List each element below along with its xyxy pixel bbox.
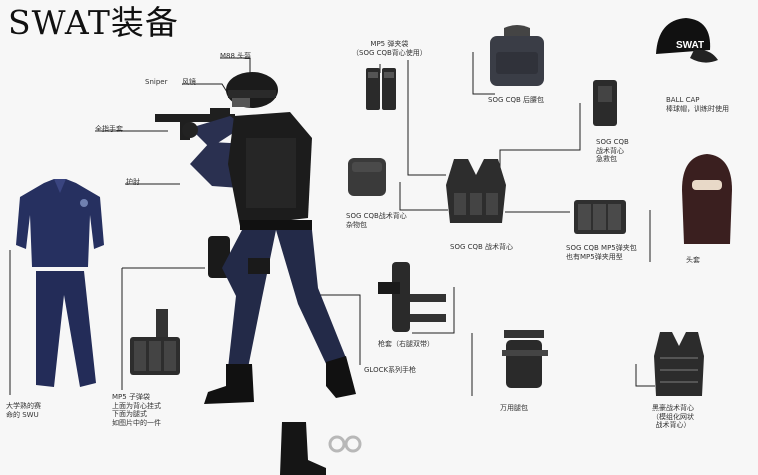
triple-pouch-icon bbox=[574, 200, 626, 234]
swat-officer-icon bbox=[155, 72, 356, 404]
label-pistol: GLOCK系列手枪 bbox=[364, 366, 417, 374]
label-top-pouch-line2: （SOG CQB背心使用） bbox=[352, 48, 427, 57]
holster-icon bbox=[378, 262, 446, 332]
cap-text: SWAT bbox=[676, 40, 705, 51]
label-cap: BALL CAP 棒球帽，训练时使用 bbox=[666, 96, 729, 113]
tactical-vest-icon bbox=[654, 332, 704, 396]
label-balaclava: 头套 bbox=[686, 256, 700, 264]
utility-pouch-icon bbox=[348, 158, 386, 196]
label-tactical-vest-line1: 黑豪战术背心 bbox=[652, 404, 694, 412]
label-mag-pouch: MP5 子弹袋 上面为背心挂式 下面为腿式 如图片中的一件 bbox=[112, 393, 161, 427]
label-tactical-vest-line3: 战术背心） bbox=[655, 421, 691, 429]
label-uniform: 大学熟的赛 命的 SWU bbox=[6, 402, 41, 419]
label-cap-line1: BALL CAP bbox=[666, 96, 700, 104]
label-triple-pouch: SOG CQB MP5弹夹包 也有MP5弹夹用型 bbox=[566, 244, 637, 261]
label-radio-pouch-line3: 急救包 bbox=[596, 155, 617, 163]
label-goggles: 风镜 bbox=[182, 78, 196, 86]
radio-pouch-icon bbox=[593, 80, 617, 126]
label-utility-pouch-line2: 杂物包 bbox=[346, 220, 367, 229]
label-radio-pouch-line1: SOG CQB bbox=[596, 138, 629, 146]
label-radio-pouch: SOG CQB 战术背心 急救包 bbox=[596, 138, 629, 164]
label-uniform-line2: 命的 SWU bbox=[6, 410, 39, 419]
backpack-icon bbox=[490, 25, 544, 86]
label-sniper: Sniper bbox=[145, 78, 168, 86]
label-triple-pouch-line1: SOG CQB MP5弹夹包 bbox=[566, 244, 637, 252]
label-utility-pouch-line1: SOG CQB战术背心 bbox=[346, 212, 407, 220]
cap-icon bbox=[656, 18, 718, 63]
label-triple-pouch-line2: 也有MP5弹夹用型 bbox=[566, 252, 623, 261]
label-mag-pouch-line3: 下面为腿式 bbox=[112, 410, 147, 418]
label-top-pouch-line1: MP5 弹夹袋 bbox=[370, 40, 409, 48]
mag-pouch-icon bbox=[130, 309, 180, 375]
vest-icon bbox=[446, 159, 506, 223]
label-utility-pouch: SOG CQB战术背心 杂物包 bbox=[346, 212, 407, 229]
label-uniform-line1: 大学熟的赛 bbox=[6, 402, 41, 410]
label-helmet: M88 头盔 bbox=[220, 52, 252, 60]
top-pouch-icon bbox=[366, 68, 396, 110]
label-cap-line2: 棒球帽，训练时使用 bbox=[666, 104, 729, 113]
label-leg-bag: 万用腿包 bbox=[500, 404, 528, 412]
uniform-icon bbox=[16, 179, 104, 387]
label-backpack: SOG CQB 后腰包 bbox=[488, 96, 545, 104]
label-elbow-pads: 护肘 bbox=[126, 178, 140, 186]
label-vest: SOG CQB 战术背心 bbox=[450, 243, 514, 251]
balaclava-icon bbox=[682, 154, 732, 244]
label-radio-pouch-line2: 战术背心 bbox=[596, 146, 624, 155]
label-gloves: 全指手套 bbox=[95, 125, 123, 133]
handcuffs-icon bbox=[328, 435, 362, 453]
label-tactical-vest-line2: （模组化网状 bbox=[652, 412, 694, 421]
label-tactical-vest: 黑豪战术背心 （模组化网状 战术背心） bbox=[652, 404, 694, 430]
label-mag-pouch-line4: 如图片中的一件 bbox=[112, 418, 161, 427]
boot-icon bbox=[280, 422, 326, 475]
label-top-pouch: MP5 弹夹袋 （SOG CQB背心使用） bbox=[352, 40, 427, 57]
label-holster: 枪套（右腿双带） bbox=[378, 340, 434, 348]
label-mag-pouch-line2: 上面为背心挂式 bbox=[112, 401, 161, 410]
leg-bag-icon bbox=[502, 330, 548, 388]
label-mag-pouch-line1: MP5 子弹袋 bbox=[112, 393, 150, 401]
page-title: SWAT装备 bbox=[8, 3, 179, 42]
